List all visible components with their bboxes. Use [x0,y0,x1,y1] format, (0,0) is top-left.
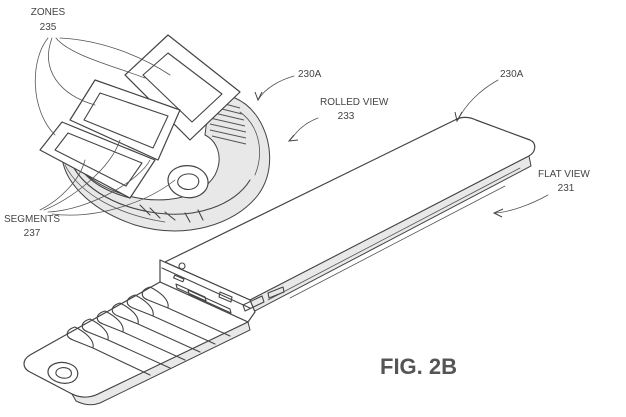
rolled-view-number: 233 [338,111,355,122]
flat-device-head [159,259,285,323]
flat-segments [23,281,251,406]
flat-band-ref: 230A [500,69,524,80]
flat-band [23,116,536,406]
flat-view-number: 231 [558,183,575,194]
segments-label: SEGMENTS [4,214,60,225]
zones-ref-number: 235 [40,22,57,33]
rolled-segment-middle [69,79,181,161]
rolled-band-ref: 230A [298,69,322,80]
rolled-view-label: ROLLED VIEW [320,97,389,108]
figure-caption: FIG. 2B [380,354,457,379]
segments-ref-number: 237 [24,228,41,239]
flat-clasp [47,361,79,384]
rolled-segment-lower [39,121,156,199]
rolled-clasp [167,165,209,199]
flat-view-label: FLAT VIEW [538,169,590,180]
zones-label: ZONES [31,7,66,18]
rolled-band [39,34,271,232]
leader-lines [34,37,549,218]
